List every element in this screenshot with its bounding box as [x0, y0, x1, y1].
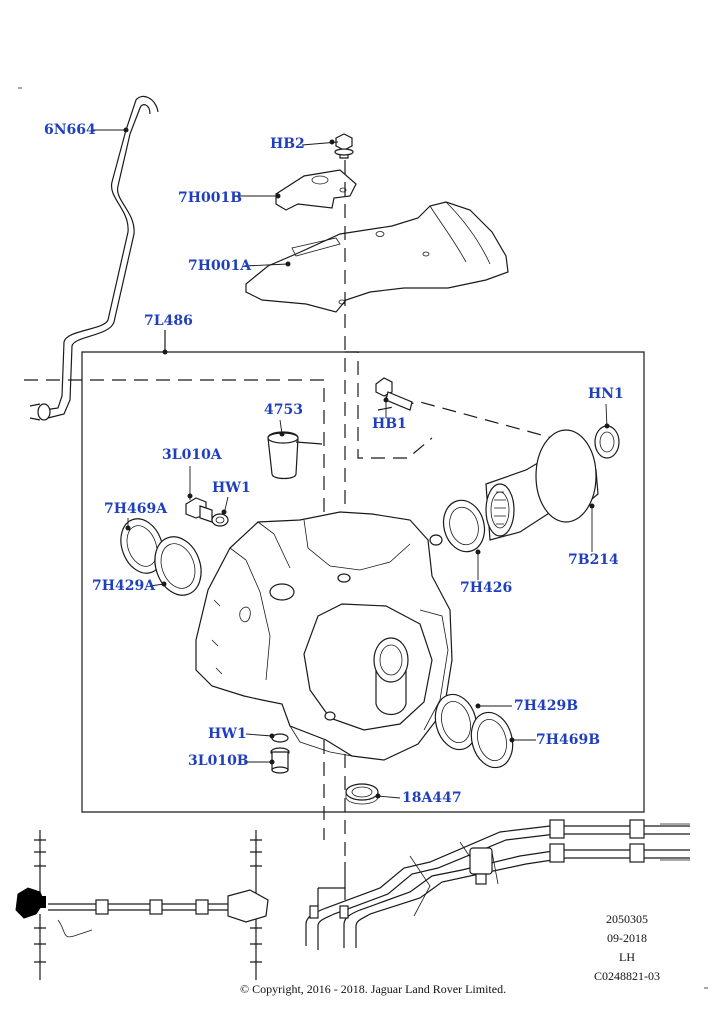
vehicle-locator-view: [15, 830, 269, 980]
seal-7h429a: [154, 536, 202, 596]
callout-7h469b[interactable]: 7H469B: [536, 732, 601, 748]
seal-18a447: [345, 783, 379, 805]
side-indicator: LH: [619, 950, 635, 964]
callout-hn1[interactable]: HN1: [588, 386, 624, 402]
diagram-code: C0248821-03: [594, 969, 660, 983]
callout-18a447[interactable]: 18A447: [402, 790, 462, 806]
callout-7h426[interactable]: 7H426: [460, 580, 513, 596]
frame-7l486: [81, 330, 645, 813]
callout-7h429a[interactable]: 7H429A: [92, 578, 156, 594]
bolt-hb2: [334, 133, 354, 159]
corner-marks: [18, 87, 708, 989]
flange-7b214: [485, 425, 620, 541]
vent-hose-6n664: [29, 95, 159, 421]
seal-7h426: [442, 499, 486, 553]
reference-number: 2050305: [606, 912, 648, 926]
callout-7h001b[interactable]: 7H001B: [178, 190, 243, 206]
diagram-date: 09-2018: [607, 931, 647, 945]
callout-hb2[interactable]: HB2: [270, 136, 305, 152]
plug-3l010b: [270, 733, 290, 774]
propshaft-context-view: [305, 819, 690, 950]
callout-7h429b[interactable]: 7H429B: [514, 698, 579, 714]
copyright-notice: © Copyright, 2016 - 2018. Jaguar Land Ro…: [240, 982, 507, 996]
seal-7h469a: [120, 518, 164, 574]
seal-7h429b: [434, 693, 478, 751]
callout-3l010b[interactable]: 3L010B: [188, 753, 249, 769]
bolt-hb1: [375, 377, 413, 411]
callout-hw1-bottom[interactable]: HW1: [208, 726, 247, 742]
leader-dots: [123, 127, 610, 799]
callout-7h469a[interactable]: 7H469A: [104, 501, 168, 517]
differential-housing: [195, 511, 453, 761]
callout-7l486[interactable]: 7L486: [144, 313, 193, 329]
callout-3l010a[interactable]: 3L010A: [162, 447, 222, 463]
callout-hw1-top[interactable]: HW1: [212, 480, 251, 496]
callout-7b214[interactable]: 7B214: [568, 552, 619, 568]
sensor-4753: [267, 431, 323, 480]
callout-4753[interactable]: 4753: [264, 402, 303, 418]
seal-7h469b: [470, 711, 514, 769]
plug-3l010a: [185, 497, 229, 527]
callout-7h001a[interactable]: 7H001A: [188, 258, 252, 274]
callout-6n664[interactable]: 6N664: [44, 122, 96, 138]
heat-shield-7h001a: [245, 201, 509, 313]
heat-shield-7h001b: [275, 169, 357, 211]
callout-hb1[interactable]: HB1: [372, 416, 407, 432]
